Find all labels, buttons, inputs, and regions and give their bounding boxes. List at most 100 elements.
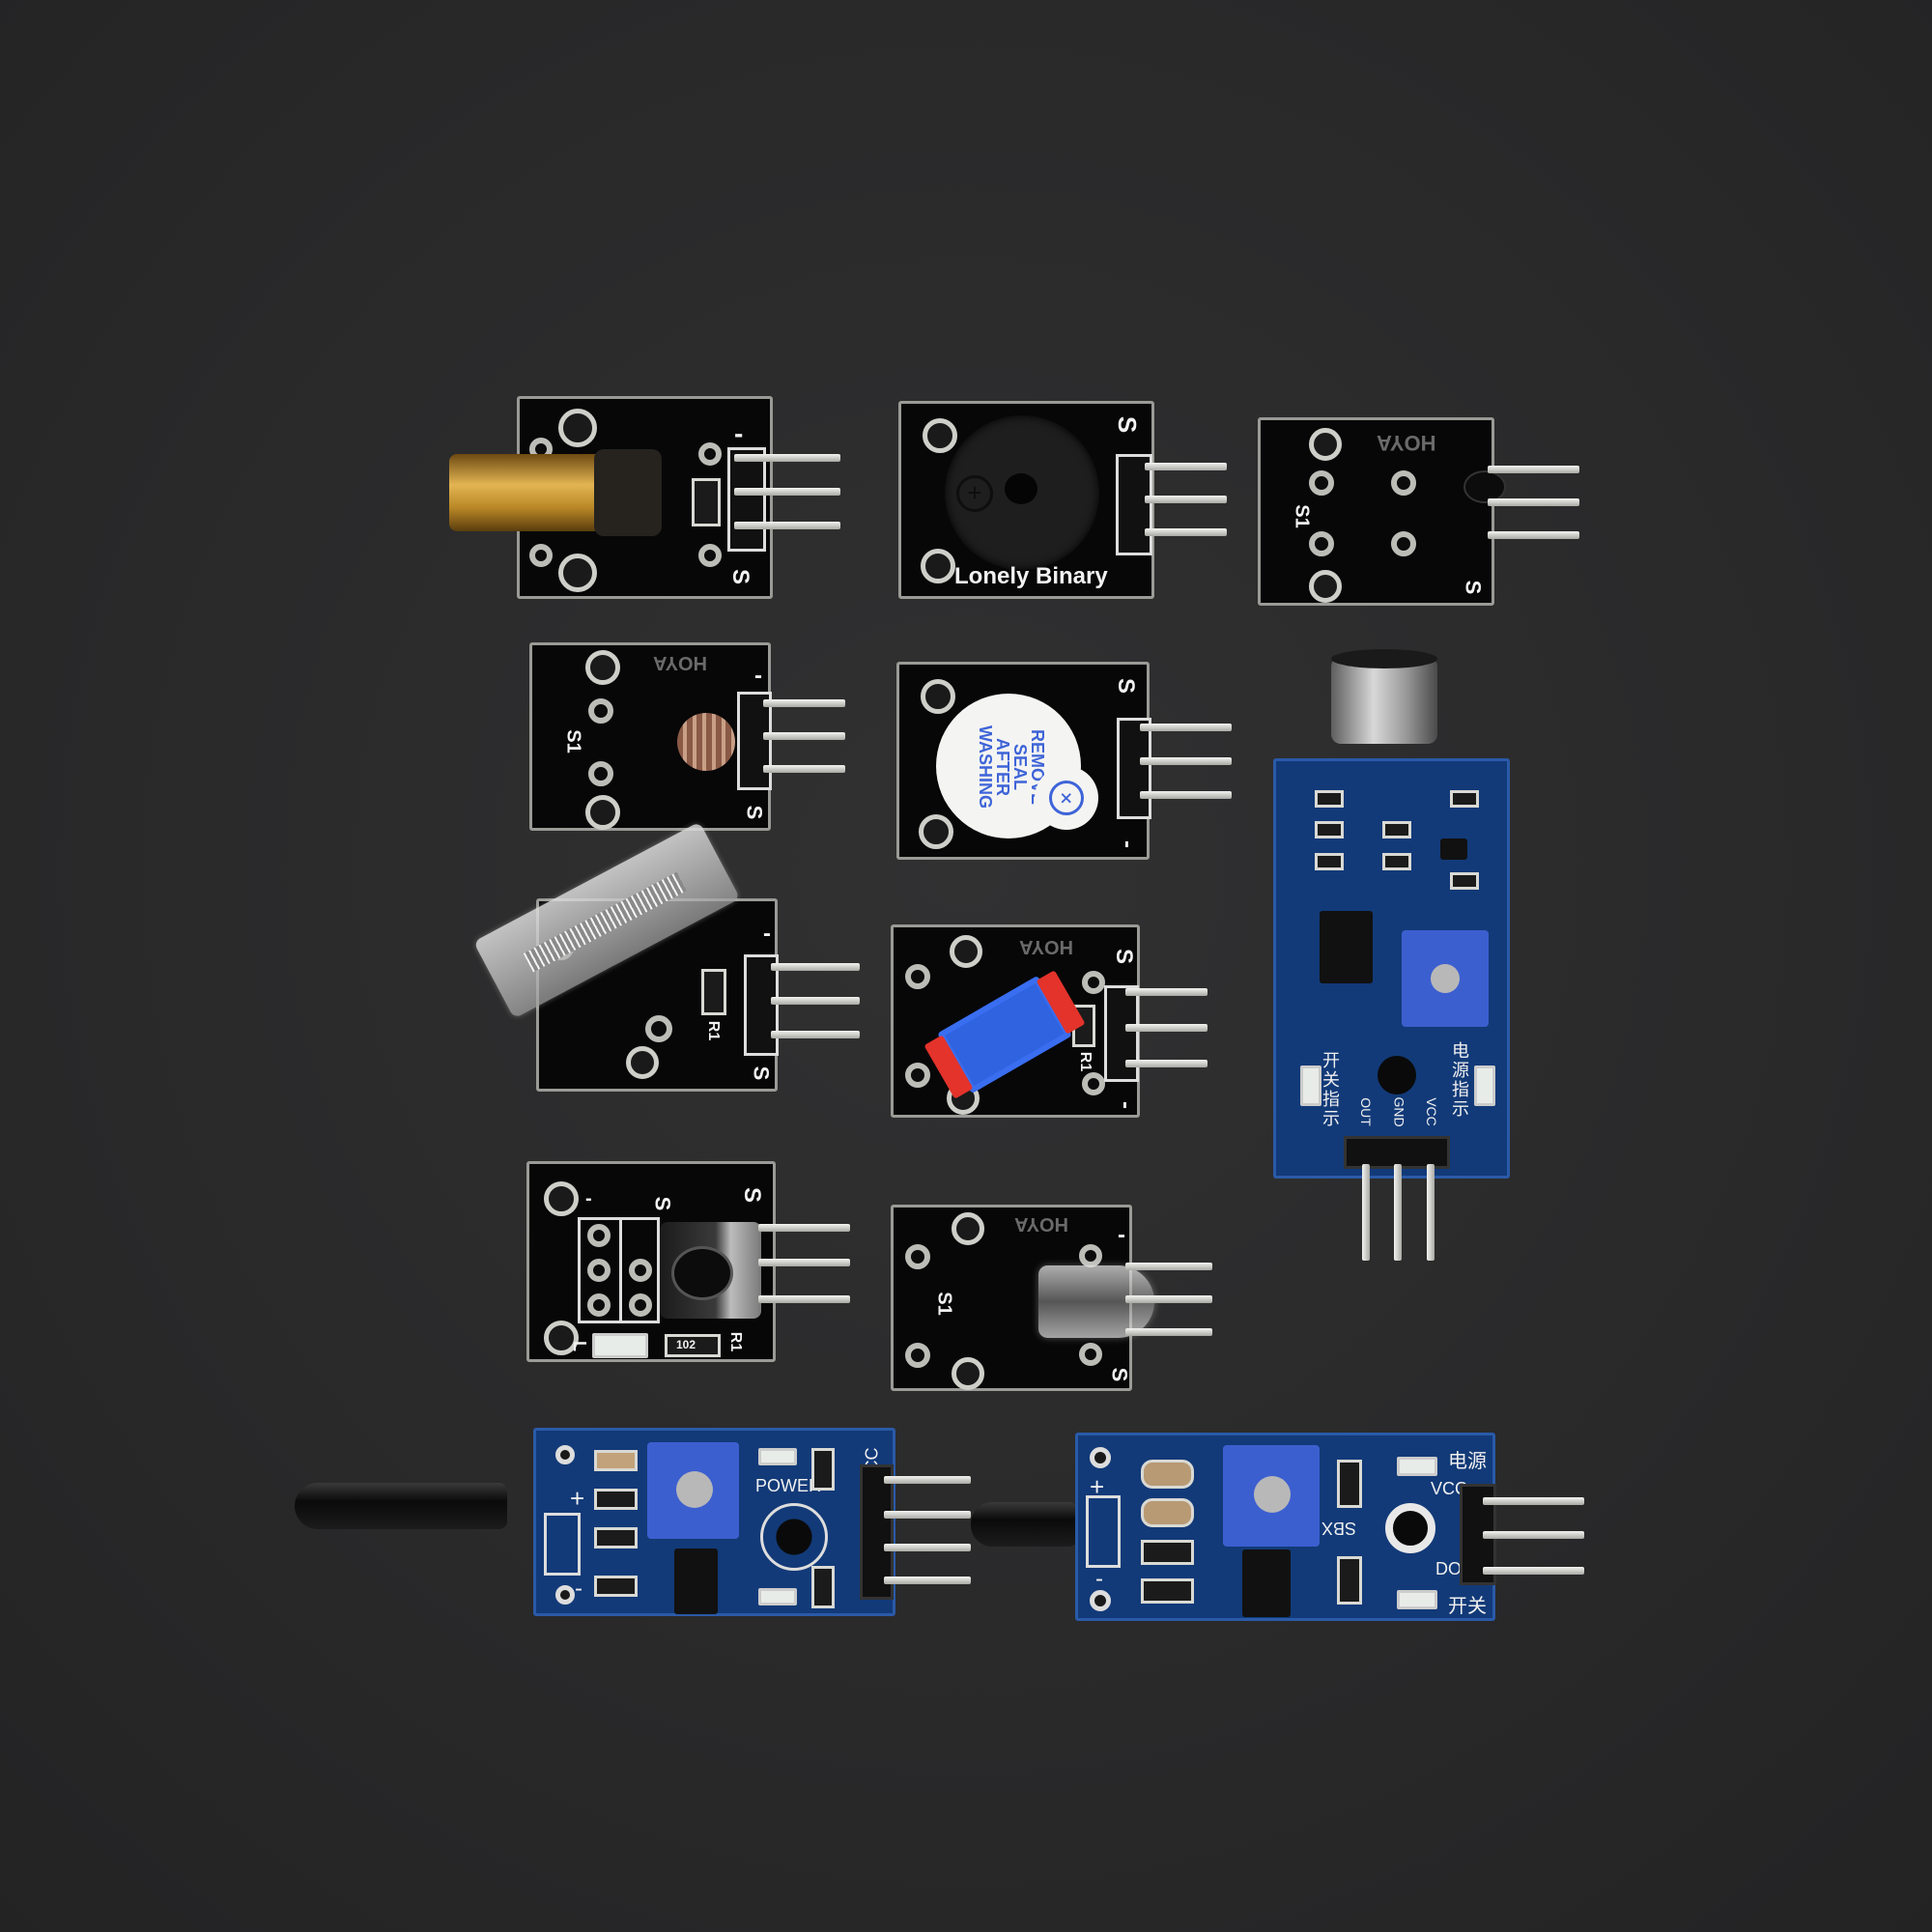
polarity-plus: + xyxy=(570,1484,585,1513)
resistor-r1 xyxy=(692,478,721,526)
pin-label-s: S xyxy=(739,1186,766,1204)
resistor-code: 102 xyxy=(676,1338,696,1351)
pad xyxy=(587,1293,611,1317)
potentiometer xyxy=(647,1442,739,1539)
mount-hole xyxy=(585,650,620,685)
pin-label-minus: - xyxy=(1118,1222,1125,1248)
header-pin xyxy=(734,522,840,529)
pad xyxy=(905,1063,930,1088)
header-pin xyxy=(1125,1295,1212,1303)
resistor-102 xyxy=(1337,1556,1362,1605)
header-pin xyxy=(1140,791,1232,799)
mount-hole xyxy=(921,549,955,583)
header-pin xyxy=(1125,1263,1212,1270)
resistor-label-r1: R1 xyxy=(705,1020,723,1041)
power-led xyxy=(1397,1457,1437,1476)
component-label-s1: S1 xyxy=(1291,504,1313,528)
photoresistor-module: HOYA S1 - S xyxy=(529,642,772,831)
polarity-minus: - xyxy=(575,1576,582,1602)
header-pin xyxy=(763,765,845,773)
resistor-label-r1: R1 xyxy=(727,1331,745,1352)
pad xyxy=(645,1015,672,1042)
header-pin xyxy=(1145,496,1227,503)
header-pin xyxy=(1483,1567,1584,1575)
pin-header xyxy=(1104,985,1139,1082)
resistor xyxy=(1382,853,1411,870)
microphone-capsule xyxy=(1331,657,1437,744)
resistor xyxy=(1315,821,1344,838)
header-pin xyxy=(771,997,860,1005)
pin-label-vcc: VCC xyxy=(1431,1479,1468,1498)
pad xyxy=(629,1293,652,1317)
resistor-r1 xyxy=(665,1334,721,1357)
mount-hole xyxy=(1090,1447,1111,1468)
pin-label-minus: - xyxy=(1115,840,1141,848)
resistor-e01 xyxy=(594,1489,638,1510)
mount-hole xyxy=(923,418,957,453)
mount-hole xyxy=(1378,1056,1416,1094)
header-pin xyxy=(763,699,845,707)
pin-label-s: S xyxy=(1461,580,1486,595)
mount-hole xyxy=(558,554,597,592)
switch-indicator-label: 开关指示 xyxy=(1322,1051,1340,1128)
header-pin xyxy=(884,1577,971,1584)
header-pin xyxy=(758,1295,850,1303)
header-pin xyxy=(1483,1497,1584,1505)
pad xyxy=(1082,971,1105,994)
pin-header xyxy=(1117,718,1151,819)
pad xyxy=(1082,1072,1105,1095)
mount-hole xyxy=(760,1503,828,1571)
laser-diode-body xyxy=(594,449,662,536)
switch-led xyxy=(1397,1590,1437,1609)
pin-label-minus: - xyxy=(1113,1101,1139,1109)
buzzer-hole xyxy=(1005,473,1037,504)
header-pin xyxy=(758,1259,850,1266)
vibration-tube xyxy=(971,1502,1077,1547)
capacitor xyxy=(1141,1498,1194,1527)
active-buzzer-module: REMOVE SEAL AFTER WASHING + S - xyxy=(896,662,1151,860)
header-pin xyxy=(1362,1164,1370,1261)
polarity-plus-icon: + xyxy=(956,475,993,512)
mount-hole xyxy=(1309,570,1342,603)
photoresistor-cell xyxy=(677,713,735,771)
pin-header xyxy=(1116,454,1152,555)
switch-indicator-led xyxy=(1300,1065,1321,1106)
header-pin xyxy=(1488,466,1579,473)
pad xyxy=(905,1343,930,1368)
power-indicator-led xyxy=(1474,1065,1495,1106)
mount-hole xyxy=(1090,1590,1111,1611)
pin-label-vcc: VCC xyxy=(1423,1097,1439,1126)
ir-lens-icon xyxy=(671,1246,733,1300)
header-pin xyxy=(763,732,845,740)
pin-label-s: S xyxy=(1113,415,1143,434)
led-label-l: L xyxy=(570,1341,589,1351)
buzzer-disc: + xyxy=(945,415,1099,570)
pad xyxy=(587,1224,611,1247)
pin-label-s: S xyxy=(742,805,767,820)
power-indicator-label: 电源指示 xyxy=(1452,1041,1469,1119)
capacitor xyxy=(1141,1460,1194,1489)
board-silkscreen-hoya: HOYA xyxy=(653,652,707,673)
header-pin xyxy=(1488,531,1579,539)
pin-label-minus: - xyxy=(585,1188,592,1209)
resistor-103 xyxy=(1141,1540,1194,1565)
mount-hole xyxy=(585,795,620,830)
transistor xyxy=(1440,838,1467,860)
mount-hole xyxy=(952,1357,984,1390)
header-pin xyxy=(771,1031,860,1038)
pad xyxy=(629,1259,652,1282)
header-pin xyxy=(1483,1531,1584,1539)
header-pin xyxy=(1125,988,1208,996)
mount-hole xyxy=(1309,428,1342,461)
mount-hole xyxy=(626,1046,659,1079)
header-pin xyxy=(1125,1024,1208,1032)
header-pin xyxy=(1394,1164,1402,1261)
microphone-top xyxy=(1331,649,1437,668)
signal-led xyxy=(758,1588,797,1605)
board-silkscreen-hoya: HOYA xyxy=(1377,431,1436,455)
header-pin xyxy=(1145,528,1227,536)
mount-hole xyxy=(921,679,955,714)
potentiometer-screw-icon xyxy=(676,1471,713,1508)
pad xyxy=(1309,531,1334,556)
pin-label-s: S xyxy=(727,568,754,585)
